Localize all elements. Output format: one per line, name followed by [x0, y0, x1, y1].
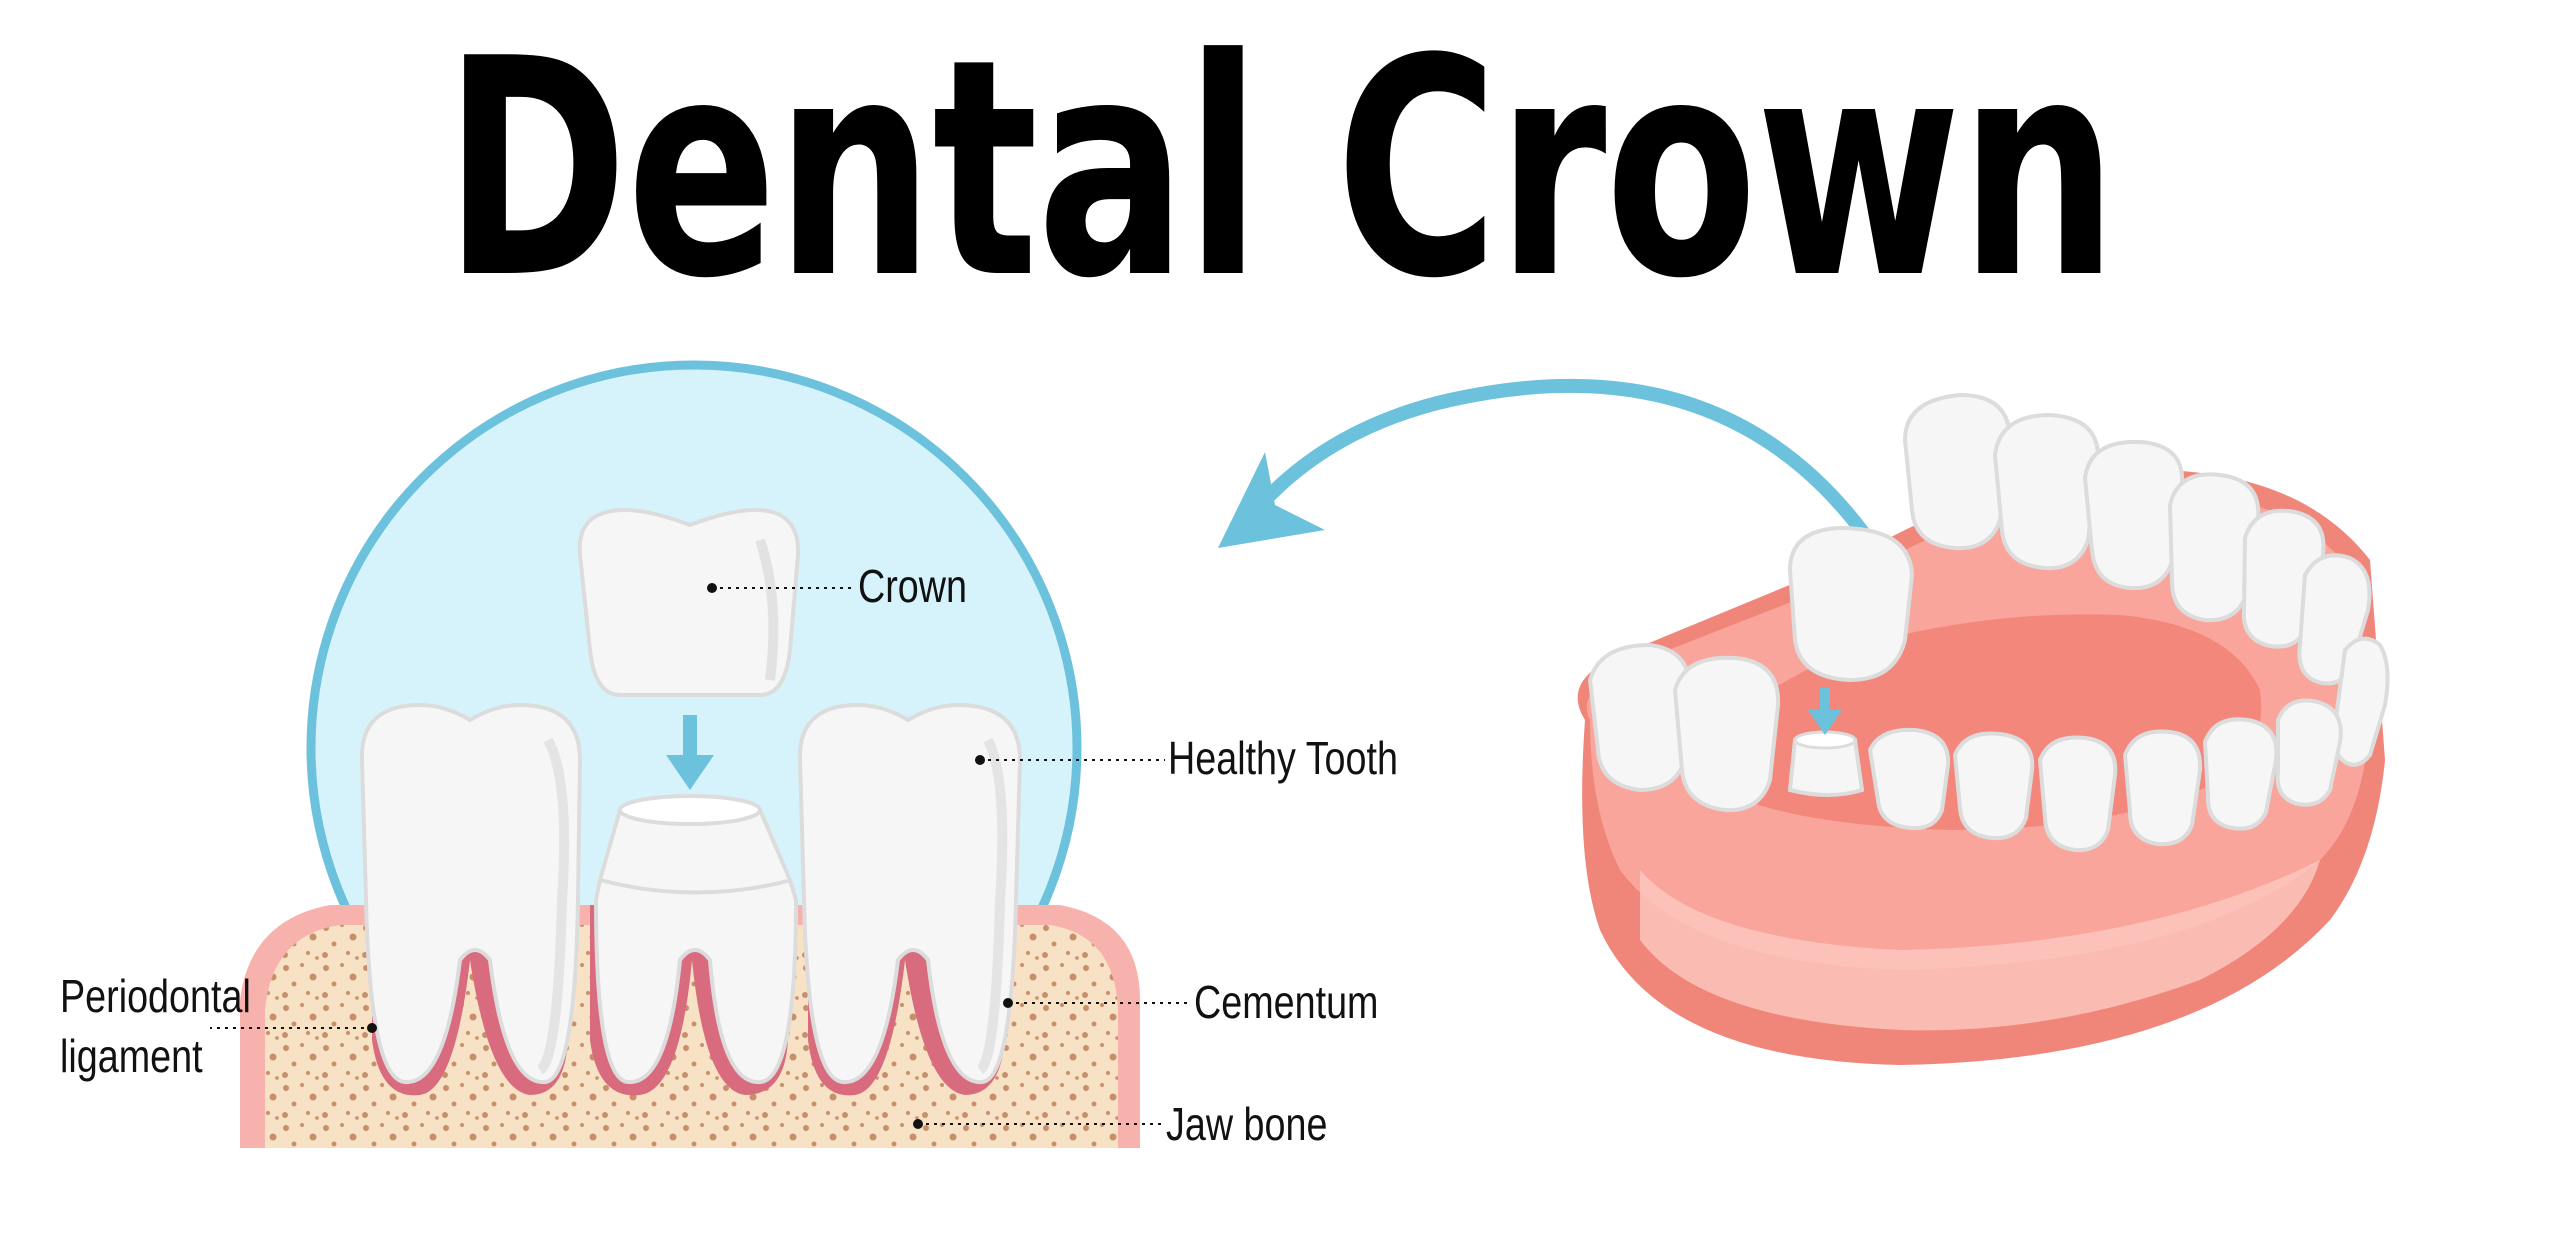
- prepared-tooth-stump: [593, 794, 799, 1085]
- label-periodontal-line2: ligament: [60, 1030, 203, 1082]
- label-periodontal-line1: Periodontal: [60, 970, 251, 1022]
- label-jaw-bone: Jaw bone: [1166, 1098, 1328, 1150]
- down-arrow-icon: [666, 715, 714, 790]
- label-cementum: Cementum: [1194, 976, 1379, 1028]
- dental-crown-cap: [577, 507, 801, 697]
- left-molar: [359, 702, 583, 1085]
- leader-lines: [210, 587, 1190, 1125]
- leader-dots: [367, 583, 1013, 1129]
- curved-arrow-icon: [1218, 378, 1872, 548]
- jaw-crown-placement: [1787, 525, 1915, 797]
- jaw-teeth: [1587, 392, 2390, 853]
- right-molar: [797, 702, 1023, 1085]
- page-title: Dental Crown: [443, 0, 2118, 344]
- label-crown: Crown: [858, 560, 968, 612]
- label-healthy-tooth: Healthy Tooth: [1168, 732, 1398, 784]
